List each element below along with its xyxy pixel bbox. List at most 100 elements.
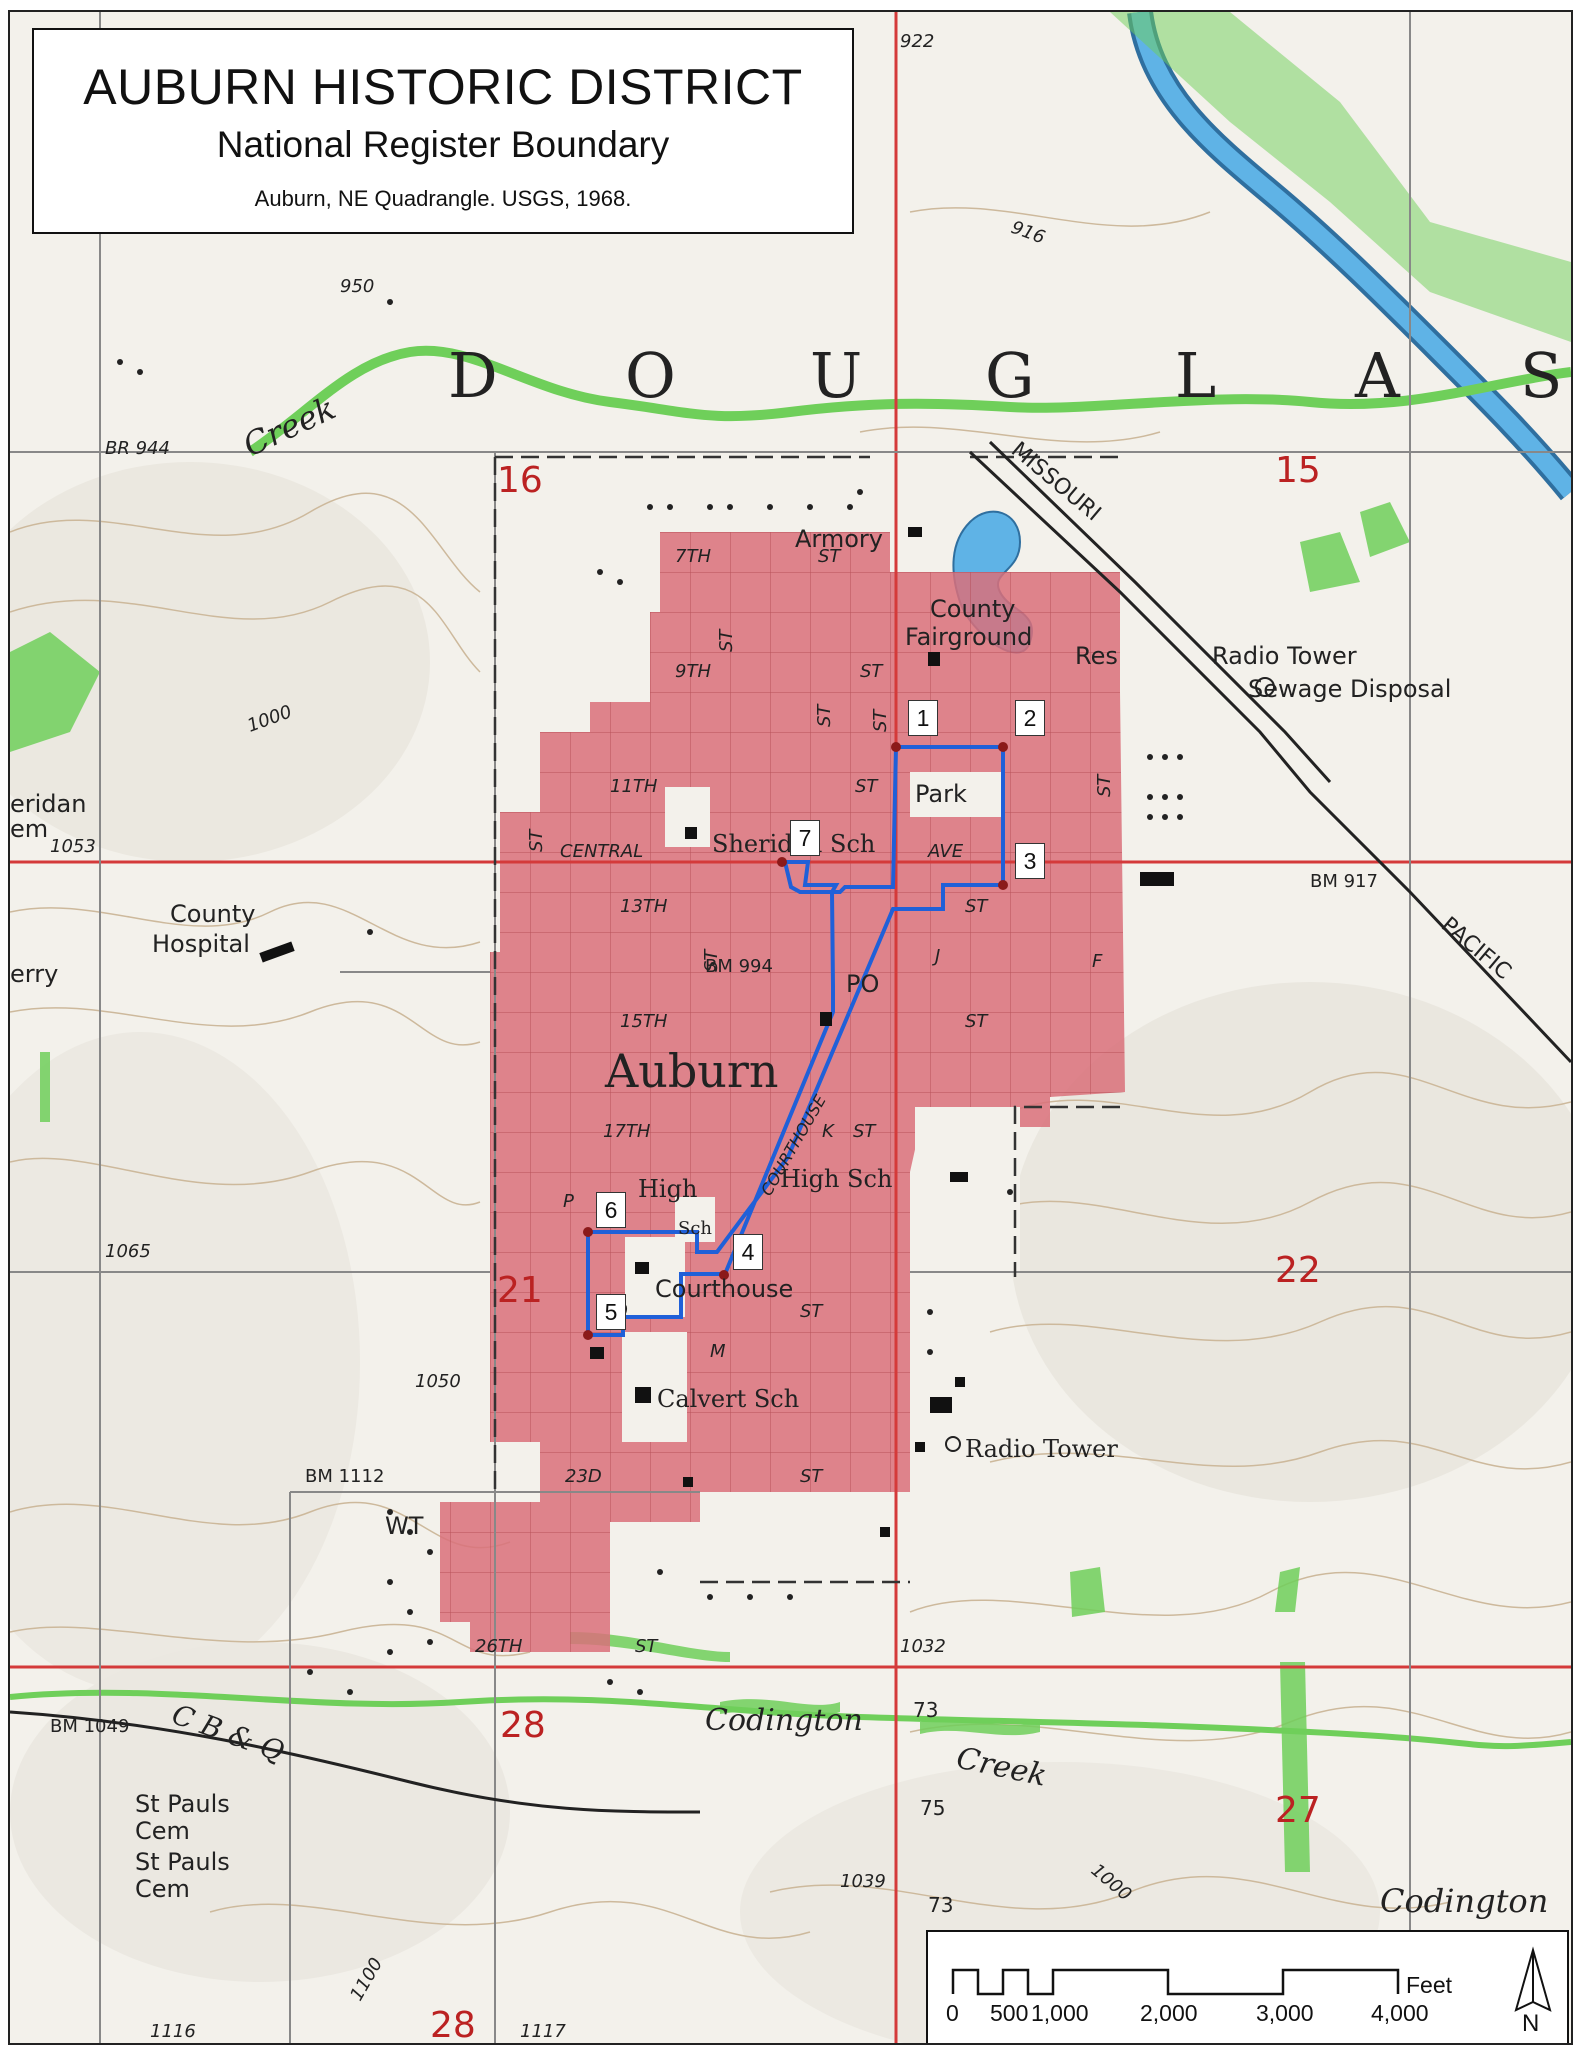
elevation-label: 1053: [50, 836, 96, 857]
place-label: Codington: [705, 1703, 863, 1738]
towers: [945, 677, 1275, 1452]
place-label: WT: [385, 1512, 424, 1540]
street-label: 13TH: [620, 896, 668, 917]
scale-label: 3,000: [1256, 2000, 1314, 2026]
street-label: CENTRAL: [560, 841, 643, 862]
boundary-point-label: 2: [1015, 700, 1045, 736]
boundary-point-label: 4: [733, 1234, 763, 1270]
north-label: N: [1522, 2010, 1540, 2037]
place-label: Radio Tower: [965, 1435, 1118, 1463]
town-label: Auburn: [604, 1044, 779, 1098]
street-label: ST: [814, 703, 835, 727]
street-label: ST: [1094, 773, 1115, 797]
street-label: 11TH: [610, 776, 658, 797]
township-letter: S: [1520, 339, 1562, 412]
place-label: Park: [915, 780, 967, 808]
street-label: 9TH: [675, 661, 711, 682]
buildings: [259, 527, 1174, 1537]
section-number: 28: [500, 1705, 546, 1746]
street-label: 26TH: [475, 1636, 523, 1657]
boundary-point-label: 6: [596, 1192, 626, 1228]
scale-label: 0: [946, 2000, 959, 2026]
elevation-label: 1032: [900, 1636, 946, 1657]
route-shield: 73: [913, 1698, 938, 1722]
township-letter: U: [810, 339, 862, 412]
boundary-point-label: 1: [908, 700, 938, 736]
township-letter: G: [985, 339, 1035, 412]
street-label: ST: [965, 1011, 989, 1032]
township-letter: O: [625, 339, 676, 412]
township-letter: A: [1354, 339, 1401, 412]
place-label: Courthouse: [655, 1275, 793, 1303]
elevation-label: BM 994: [705, 956, 773, 977]
place-label: Cem: [135, 1817, 190, 1845]
district-boundary: [586, 745, 1005, 1337]
township-letter: D: [448, 339, 498, 412]
roads: [10, 12, 1571, 2043]
elevation-label: BM 1049: [50, 1716, 129, 1737]
elevation-label: 1039: [840, 1871, 886, 1892]
street-label: P: [563, 1191, 574, 1212]
elevation-label: 1050: [415, 1371, 461, 1392]
section-number: 27: [1275, 1790, 1321, 1831]
boundary-point-label: 7: [790, 820, 820, 856]
place-label: Calvert Sch: [657, 1385, 799, 1413]
topographic-map: D O U G L A S 16 15 21 22 28 27 28 922 9…: [10, 12, 1571, 2043]
street-label: ST: [701, 948, 722, 972]
scale-bar-box: 0 500 1,000 2,000 3,000 4,000 Feet N: [926, 1930, 1569, 2043]
street-label: F: [1092, 951, 1103, 972]
place-label: PO: [846, 970, 879, 998]
route-shield: 75: [920, 1796, 945, 1820]
place-label: Codington: [1380, 1882, 1548, 1920]
place-label: Fairground: [905, 623, 1032, 651]
street-label: 15TH: [620, 1011, 668, 1032]
street-label: J: [932, 946, 940, 967]
street-label: ST: [855, 776, 879, 797]
elevation-label: BR 944: [105, 438, 170, 459]
elevation-label: BM 917: [1310, 871, 1378, 892]
street-label: ST: [965, 896, 989, 917]
vegetation: [10, 12, 1571, 1872]
street-label: M: [710, 1341, 726, 1362]
street-label: ST: [853, 1121, 877, 1142]
street-label: ST: [716, 628, 737, 652]
section-number: 16: [497, 460, 543, 501]
missouri-river: [1131, 12, 1571, 498]
contour-lines: [10, 207, 1571, 1939]
place-label: Sewage Disposal: [1248, 675, 1451, 703]
elevation-label: 1065: [105, 1241, 151, 1262]
place-label: Radio Tower: [1212, 642, 1357, 670]
place-label: St Pauls: [135, 1790, 230, 1818]
creek-stream: [247, 345, 1571, 457]
township-letter: L: [1175, 339, 1216, 412]
street-label: AVE: [927, 841, 964, 862]
corporate-boundary: [493, 455, 1120, 1584]
street-label: ST: [860, 661, 884, 682]
street-label: 7TH: [675, 546, 711, 567]
street-label: ST: [818, 546, 842, 567]
place-label: em: [10, 815, 48, 843]
railroads: [10, 440, 1571, 1814]
scale-label: 2,000: [1140, 2000, 1198, 2026]
route-shield: 73: [928, 1893, 953, 1917]
street-label: ST: [635, 1636, 659, 1657]
place-label: Armory: [795, 525, 883, 553]
hill-shading: [10, 462, 1571, 2043]
codington-creek: [10, 1689, 1571, 1750]
elevation-label: 922: [900, 31, 934, 52]
place-label: erry: [10, 960, 58, 988]
elevation-label: 1117: [520, 2021, 566, 2042]
scale-label: 1,000: [1031, 2000, 1089, 2026]
scale-unit: Feet: [1406, 1972, 1453, 1998]
title-box: AUBURN HISTORIC DISTRICT National Regist…: [32, 28, 854, 234]
urban-area: [440, 532, 1125, 1652]
street-label: ST: [800, 1466, 824, 1487]
section-number: 22: [1275, 1250, 1321, 1291]
place-label: Hospital: [152, 930, 250, 958]
street-label: ST: [870, 708, 891, 732]
boundary-point-label: 3: [1015, 843, 1045, 879]
scale-label: 500: [990, 2000, 1029, 2026]
place-label: County: [930, 595, 1015, 623]
elevation-label: 1116: [150, 2021, 196, 2042]
place-label: County: [170, 900, 255, 928]
